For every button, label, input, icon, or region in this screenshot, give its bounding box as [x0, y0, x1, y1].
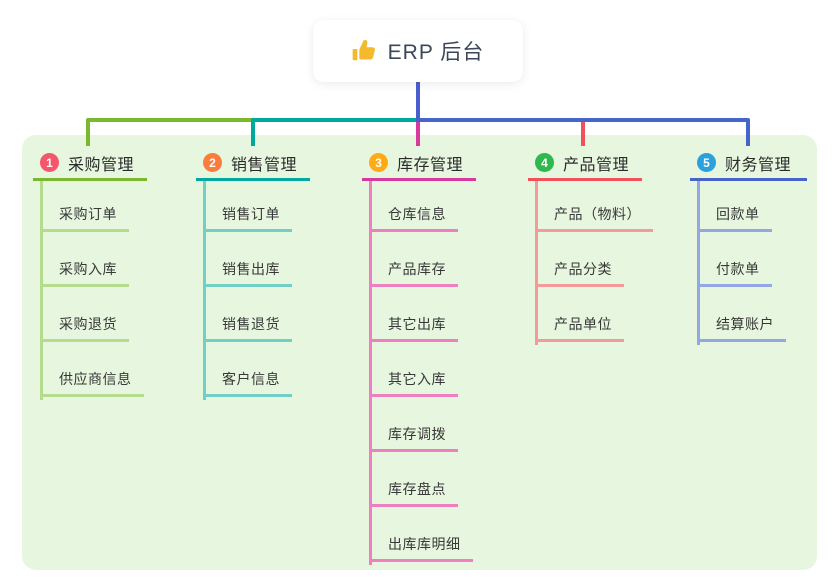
child-label: 回款单	[716, 206, 760, 222]
child-label: 其它入库	[388, 371, 446, 387]
child-node[interactable]: 库存盘点	[369, 479, 458, 507]
child-node[interactable]: 供应商信息	[40, 369, 144, 397]
child-label: 产品单位	[554, 316, 612, 332]
branch-spine-line	[203, 181, 206, 400]
child-label: 出库库明细	[388, 536, 461, 552]
branch-label: 销售管理	[231, 156, 298, 174]
child-label: 销售退货	[222, 316, 280, 332]
branch-number-badge: 1	[40, 153, 59, 172]
child-node[interactable]: 销售退货	[203, 314, 292, 342]
branch-spine-line	[369, 181, 372, 565]
branch-header-inventory[interactable]: 3 库存管理	[362, 147, 476, 181]
child-node[interactable]: 客户信息	[203, 369, 292, 397]
child-label: 付款单	[716, 261, 760, 277]
branch-label: 采购管理	[68, 156, 135, 174]
child-node[interactable]: 产品库存	[369, 259, 458, 287]
branches-panel	[22, 135, 817, 570]
child-label: 销售出库	[222, 261, 280, 277]
branch-label: 产品管理	[563, 156, 630, 174]
child-node[interactable]: 其它入库	[369, 369, 458, 397]
child-label: 采购退货	[59, 316, 117, 332]
child-node[interactable]: 库存调拨	[369, 424, 458, 452]
root-title: ERP 后台	[387, 41, 485, 64]
branch-spine-line	[40, 181, 43, 400]
branch-label: 库存管理	[397, 156, 464, 174]
child-label: 库存盘点	[388, 481, 446, 497]
child-label: 供应商信息	[59, 371, 132, 387]
branch-number-badge: 3	[369, 153, 388, 172]
branch-number-badge: 4	[535, 153, 554, 172]
child-label: 仓库信息	[388, 206, 446, 222]
child-node[interactable]: 回款单	[697, 204, 772, 232]
thumbs-up-icon	[352, 40, 375, 61]
child-node[interactable]: 销售出库	[203, 259, 292, 287]
branch-number-badge: 2	[203, 153, 222, 172]
child-node[interactable]: 销售订单	[203, 204, 292, 232]
branch-spine-line	[535, 181, 538, 345]
branch-spine-line	[697, 181, 700, 345]
branch-label: 财务管理	[725, 156, 792, 174]
child-node[interactable]: 仓库信息	[369, 204, 458, 232]
child-label: 销售订单	[222, 206, 280, 222]
child-label: 采购入库	[59, 261, 117, 277]
child-label: 库存调拨	[388, 426, 446, 442]
child-label: 其它出库	[388, 316, 446, 332]
child-node[interactable]: 产品（物料）	[535, 204, 653, 232]
branch-header-product[interactable]: 4 产品管理	[528, 147, 642, 181]
child-label: 产品分类	[554, 261, 612, 277]
child-node[interactable]: 产品分类	[535, 259, 624, 287]
child-node[interactable]: 产品单位	[535, 314, 624, 342]
child-node[interactable]: 采购退货	[40, 314, 129, 342]
child-label: 结算账户	[716, 316, 774, 332]
child-label: 客户信息	[222, 371, 280, 387]
child-label: 产品（物料）	[554, 206, 641, 222]
branch-number-badge: 5	[697, 153, 716, 172]
child-node[interactable]: 结算账户	[697, 314, 786, 342]
child-node[interactable]: 采购入库	[40, 259, 129, 287]
child-node[interactable]: 其它出库	[369, 314, 458, 342]
branch-header-finance[interactable]: 5 财务管理	[690, 147, 807, 181]
child-label: 采购订单	[59, 206, 117, 222]
root-node-erp[interactable]: ERP 后台	[313, 20, 523, 82]
child-label: 产品库存	[388, 261, 446, 277]
branch-header-purchase[interactable]: 1 采购管理	[33, 147, 147, 181]
child-node[interactable]: 出库库明细	[369, 534, 473, 562]
child-node[interactable]: 付款单	[697, 259, 772, 287]
branch-header-sales[interactable]: 2 销售管理	[196, 147, 310, 181]
child-node[interactable]: 采购订单	[40, 204, 129, 232]
